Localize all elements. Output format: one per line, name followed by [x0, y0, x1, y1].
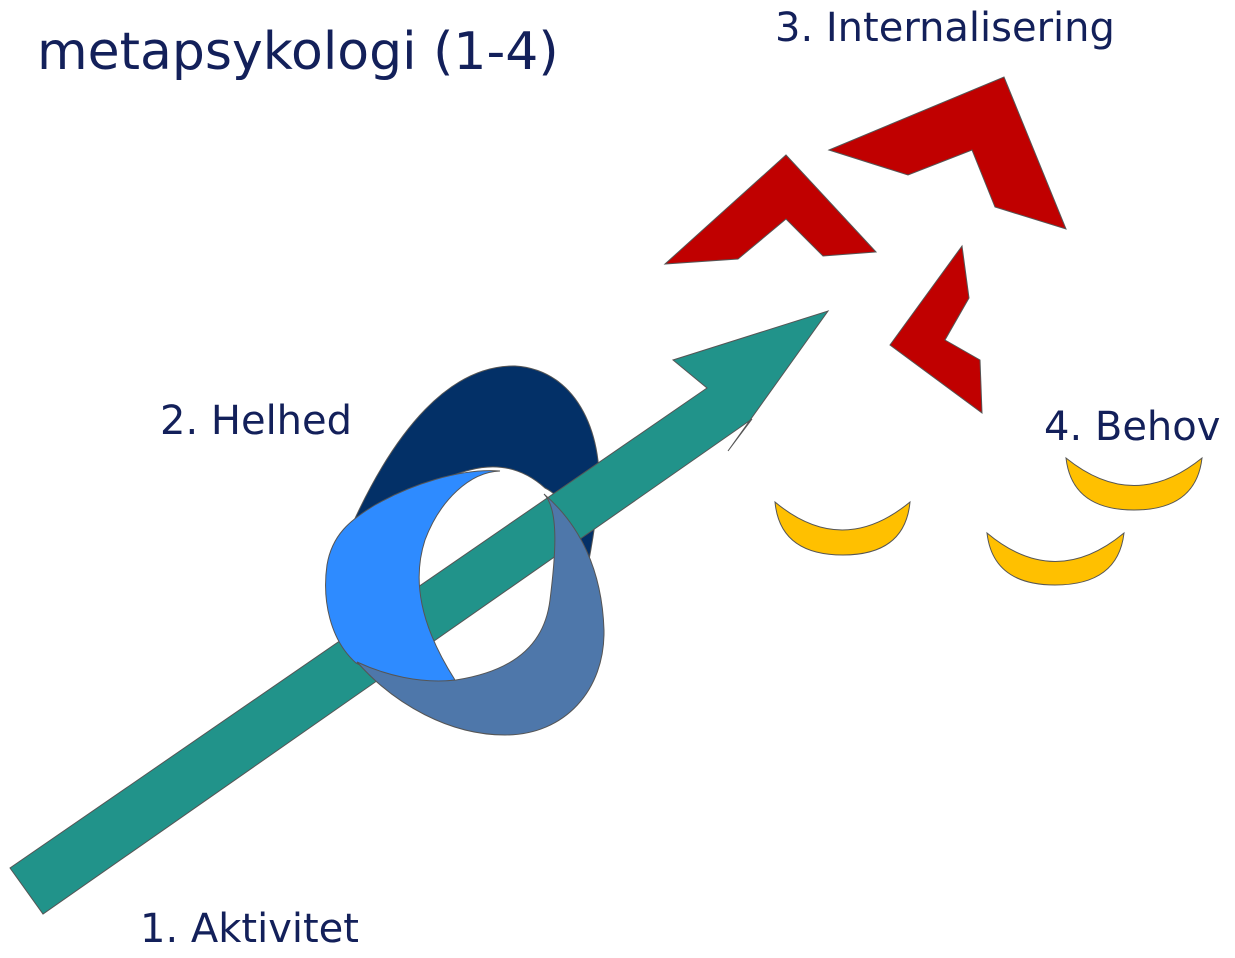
label-aktivitet: 1. Aktivitet: [140, 906, 359, 952]
crescent-left: [774, 500, 911, 556]
ring-mid-segment: [356, 493, 605, 736]
page-title: metapsykologi (1-4): [37, 22, 559, 82]
crescent-right: [1065, 456, 1203, 511]
label-helhed: 2. Helhed: [160, 398, 353, 444]
chevron-left: [663, 154, 878, 265]
chevron-top: [827, 76, 1067, 230]
label-behov: 4. Behov: [1044, 404, 1221, 450]
label-internalisering: 3. Internalisering: [775, 5, 1115, 51]
chevron-right: [889, 244, 983, 415]
ring-dark-segment: [350, 365, 600, 566]
ring-light-segment: [325, 470, 501, 683]
crescent-middle: [986, 531, 1125, 586]
